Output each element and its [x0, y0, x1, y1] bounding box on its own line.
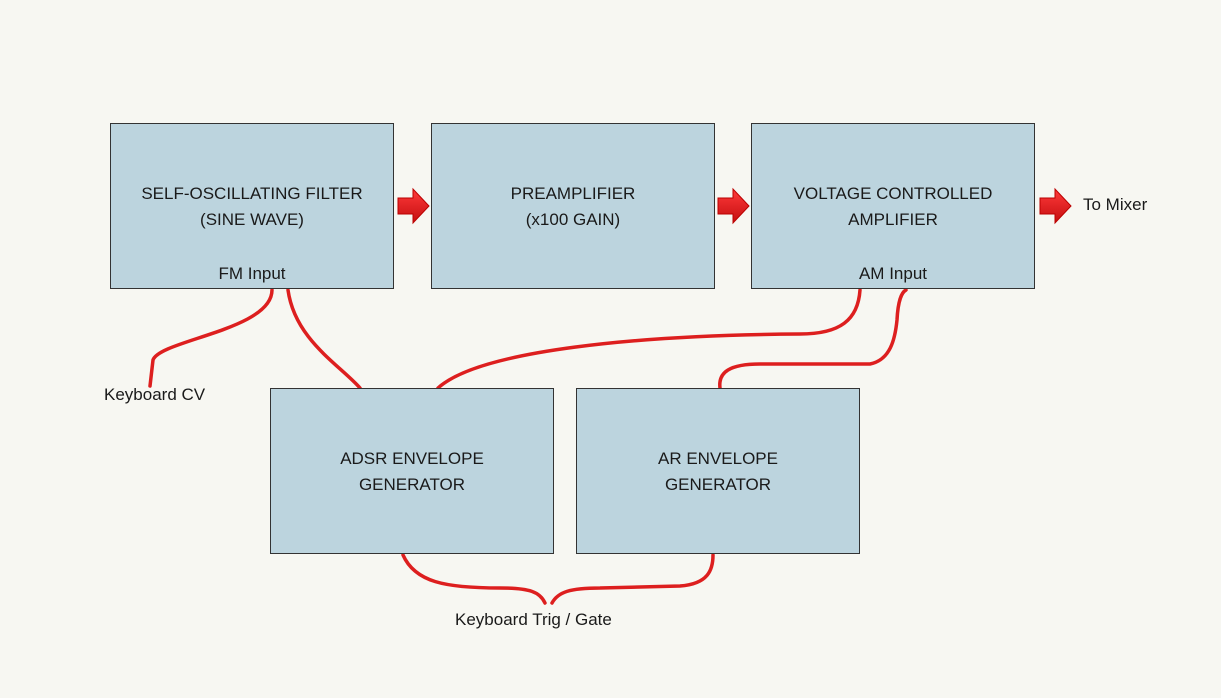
- wire-keyboard-cv: [148, 288, 274, 388]
- to-mixer-label: To Mixer: [1083, 195, 1148, 214]
- vca-title: VOLTAGE CONTROLLED AMPLIFIER: [793, 184, 993, 229]
- wire-adsr-to-am: [436, 288, 862, 390]
- arrow-preamp-to-vca: [717, 187, 750, 225]
- filter-title: SELF-OSCILLATING FILTER (SINE WAVE): [141, 184, 363, 229]
- wire-ar-to-am: [718, 288, 908, 390]
- preamplifier-block: PREAMPLIFIER (x100 GAIN): [431, 123, 715, 289]
- fm-input-port: FM Input: [218, 264, 286, 283]
- wire-adsr-to-fm: [286, 288, 362, 390]
- arrow-vca-to-mixer: [1039, 187, 1072, 225]
- ar-title: AR ENVELOPE GENERATOR: [658, 449, 778, 494]
- preamp-title: PREAMPLIFIER (x100 GAIN): [510, 184, 636, 229]
- self-oscillating-filter-block: SELF-OSCILLATING FILTER (SINE WAVE) FM I…: [110, 123, 394, 289]
- am-input-port: AM Input: [858, 264, 928, 283]
- arrow-filter-to-preamp: [397, 187, 430, 225]
- keyboard-cv-label: Keyboard CV: [104, 385, 206, 404]
- ar-envelope-generator-block: AR ENVELOPE GENERATOR: [576, 388, 860, 554]
- keyboard-trig-gate-label: Keyboard Trig / Gate: [455, 610, 612, 629]
- wire-trig-to-ar: [550, 553, 715, 605]
- adsr-title: ADSR ENVELOPE GENERATOR: [340, 449, 484, 494]
- voltage-controlled-amplifier-block: VOLTAGE CONTROLLED AMPLIFIER AM Input: [751, 123, 1035, 289]
- adsr-envelope-generator-block: ADSR ENVELOPE GENERATOR: [270, 388, 554, 554]
- wire-trig-to-adsr: [401, 553, 547, 605]
